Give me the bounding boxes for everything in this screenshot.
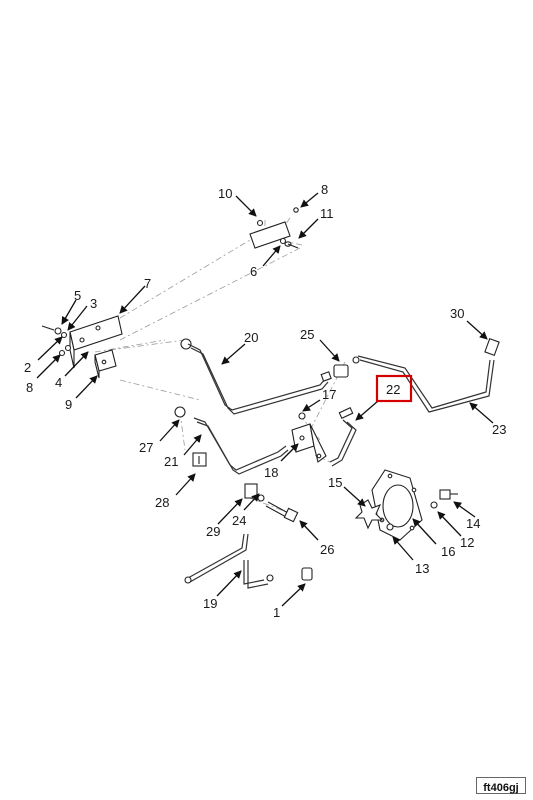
callout-25: 25 <box>300 327 314 342</box>
cover-plate-assembly <box>354 469 458 541</box>
figure-id-text: ft406gj <box>483 782 519 794</box>
callout-30: 30 <box>450 306 464 321</box>
leader-lines <box>36 192 494 607</box>
callout-18: 18 <box>264 465 278 480</box>
callout-27: 27 <box>139 440 153 455</box>
tube-20 <box>180 338 332 415</box>
tube-19 <box>184 533 313 589</box>
callout-22: 22 <box>386 382 400 397</box>
phantom-lines <box>94 217 346 515</box>
callout-23: 23 <box>492 422 506 437</box>
callout-14: 14 <box>466 516 480 531</box>
callout-labels: 10 8 11 6 7 5 3 2 4 8 9 20 25 30 22 17 2… <box>24 182 506 620</box>
bracket-18 <box>291 412 327 463</box>
callout-8-left: 8 <box>26 380 33 395</box>
callout-19: 19 <box>203 596 217 611</box>
tube-23 <box>333 338 500 413</box>
clip-28 <box>192 452 207 467</box>
tube-22 <box>329 407 357 467</box>
callout-9: 9 <box>65 397 72 412</box>
callout-6: 6 <box>250 264 257 279</box>
callout-10: 10 <box>218 186 232 201</box>
callout-7: 7 <box>144 276 151 291</box>
tube-21 <box>174 406 289 475</box>
callout-3: 3 <box>90 296 97 311</box>
callout-4: 4 <box>55 375 62 390</box>
left-bracket-assembly <box>41 315 123 379</box>
callout-26: 26 <box>320 542 334 557</box>
figure-id-label: ft406gj <box>476 777 526 794</box>
callout-21: 21 <box>164 454 178 469</box>
callout-15: 15 <box>328 475 342 490</box>
highlight-box <box>375 374 413 403</box>
callout-29: 29 <box>206 524 220 539</box>
callout-1: 1 <box>273 605 280 620</box>
callout-5: 5 <box>74 288 81 303</box>
callout-13: 13 <box>415 561 429 576</box>
callout-16: 16 <box>441 544 455 559</box>
callout-24: 24 <box>232 513 246 528</box>
callout-28: 28 <box>155 495 169 510</box>
callout-2: 2 <box>24 360 31 375</box>
callout-8-top: 8 <box>321 182 328 197</box>
callout-17: 17 <box>322 387 336 402</box>
callout-12: 12 <box>460 535 474 550</box>
callout-20: 20 <box>244 330 258 345</box>
fitting-group-24-26 <box>244 483 299 523</box>
mounting-plate-assembly <box>249 207 299 249</box>
callout-11: 11 <box>320 206 334 221</box>
